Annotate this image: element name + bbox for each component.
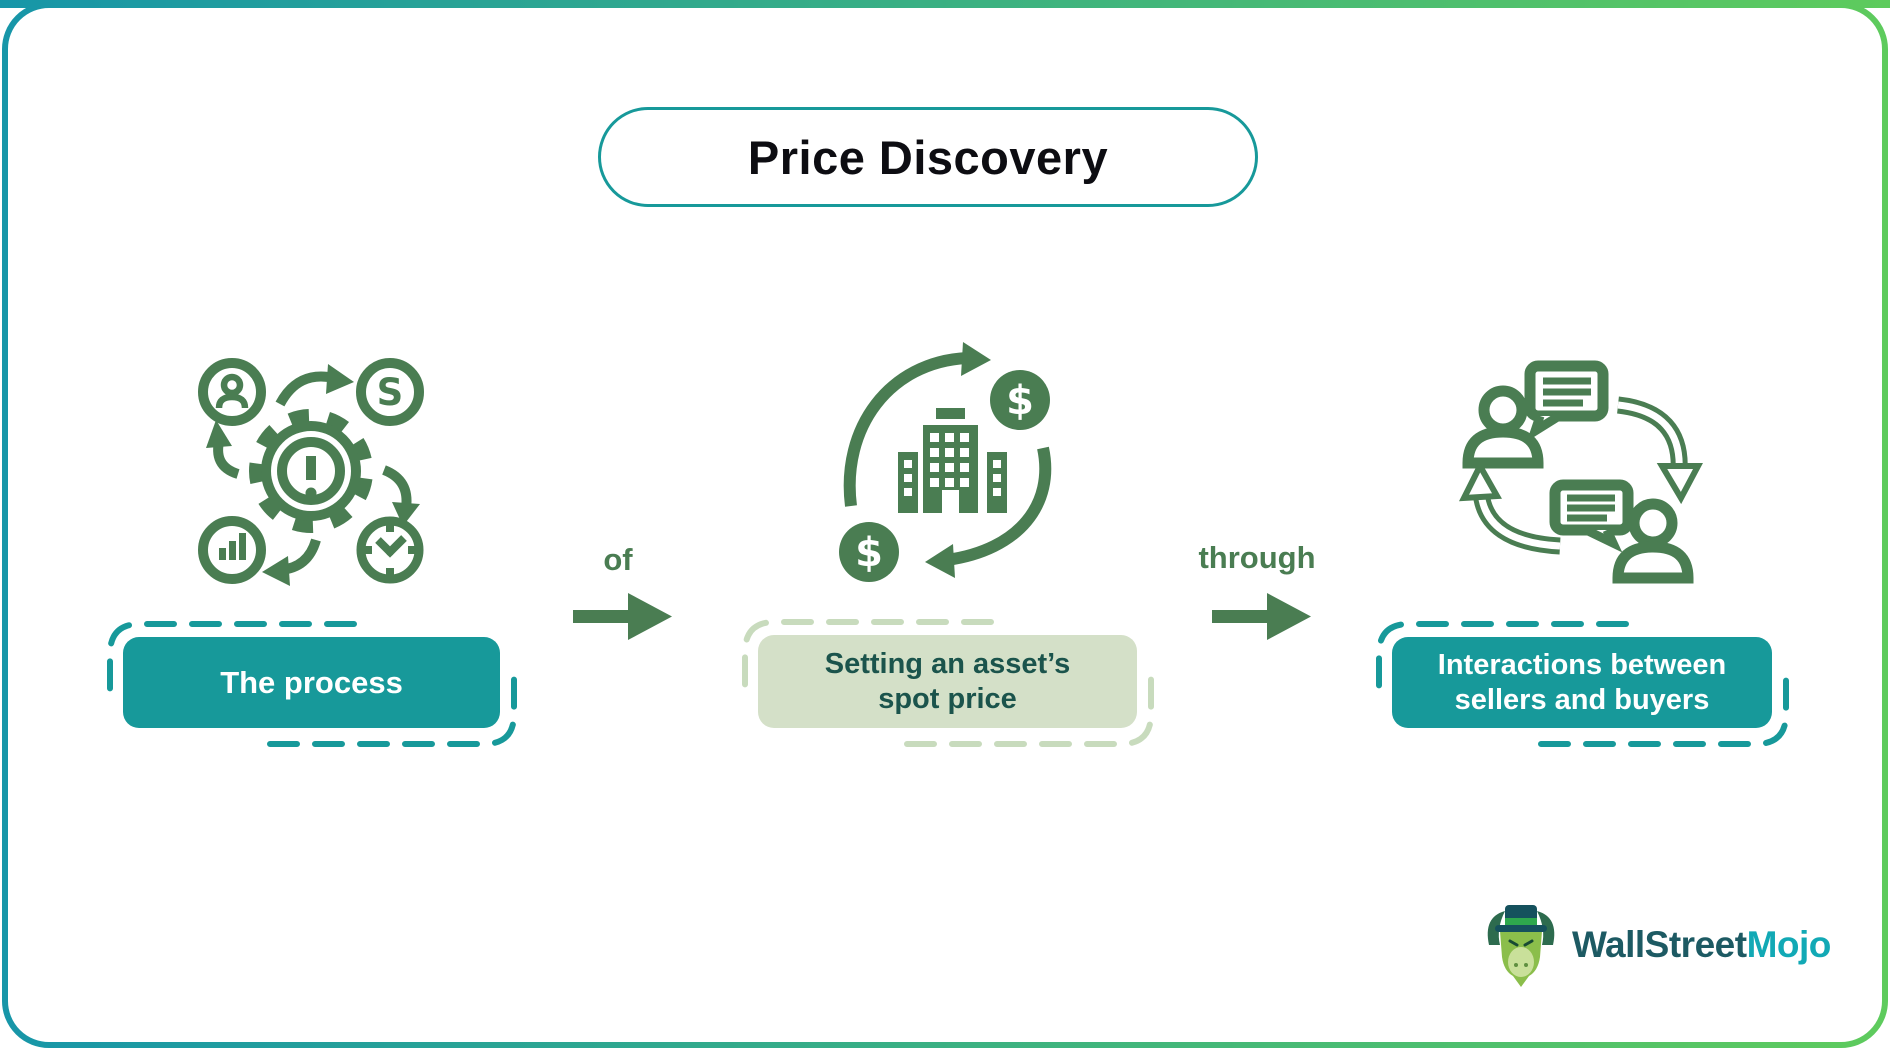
step-label-line: The process <box>220 664 403 700</box>
dashed-accent-bracket <box>107 621 517 747</box>
step-label-line: Interactions between <box>1437 648 1727 681</box>
dollar-coin-icon <box>990 370 1050 430</box>
brand-wordmark: WallStreet Mojo <box>1572 924 1831 966</box>
speech-bubble-icon <box>1549 479 1634 553</box>
exchange-arrows-icon <box>1458 396 1703 555</box>
gear-alert-icon <box>249 409 373 533</box>
buyer-seller-interaction-icon <box>1458 360 1703 584</box>
title-pill: Price Discovery <box>598 107 1258 207</box>
page-title: Price Discovery <box>747 130 1109 184</box>
dashed-accent-bracket <box>1376 621 1789 747</box>
arrow-right-icon <box>1212 593 1311 640</box>
person-icon <box>1462 385 1544 469</box>
cycle-arc-right <box>946 446 1052 566</box>
arrow-right-icon <box>573 593 672 640</box>
step-box-interactions: Interactions between sellers and buyers <box>1392 637 1772 728</box>
svg-text:$: $ <box>855 530 883 576</box>
dollar-coin-icon <box>839 522 899 582</box>
person-circle-icon <box>198 358 266 426</box>
connector-label-through: through <box>1198 540 1316 575</box>
step-box-spot-price: Setting an asset’s spot price <box>758 635 1137 728</box>
brand-mojo: Mojo <box>1746 924 1832 965</box>
clock-circle-icon <box>356 516 424 584</box>
speech-bubble-icon <box>1524 360 1609 442</box>
dollar-circle-icon <box>356 358 424 426</box>
svg-text:S: S <box>377 371 404 414</box>
step-label-line: spot price <box>878 682 1017 715</box>
bar-chart-circle-icon <box>198 516 266 584</box>
step-label-line: Setting an asset’s <box>824 647 1071 680</box>
asset-spot-price-icon: $ $ <box>839 342 1052 582</box>
wallstreetmojo-bull-icon <box>1487 905 1555 987</box>
person-icon <box>1612 498 1694 584</box>
process-cycle-icon: S <box>198 358 424 586</box>
dashed-accent-bracket <box>742 619 1154 747</box>
step-box-the-process: The process <box>123 637 500 728</box>
connector-label-of: of <box>603 542 633 577</box>
svg-text:$: $ <box>1006 378 1034 424</box>
cycle-arc-left <box>843 352 968 507</box>
step-label-line: sellers and buyers <box>1454 683 1710 716</box>
brand-wallstreet: WallStreet <box>1572 924 1747 965</box>
